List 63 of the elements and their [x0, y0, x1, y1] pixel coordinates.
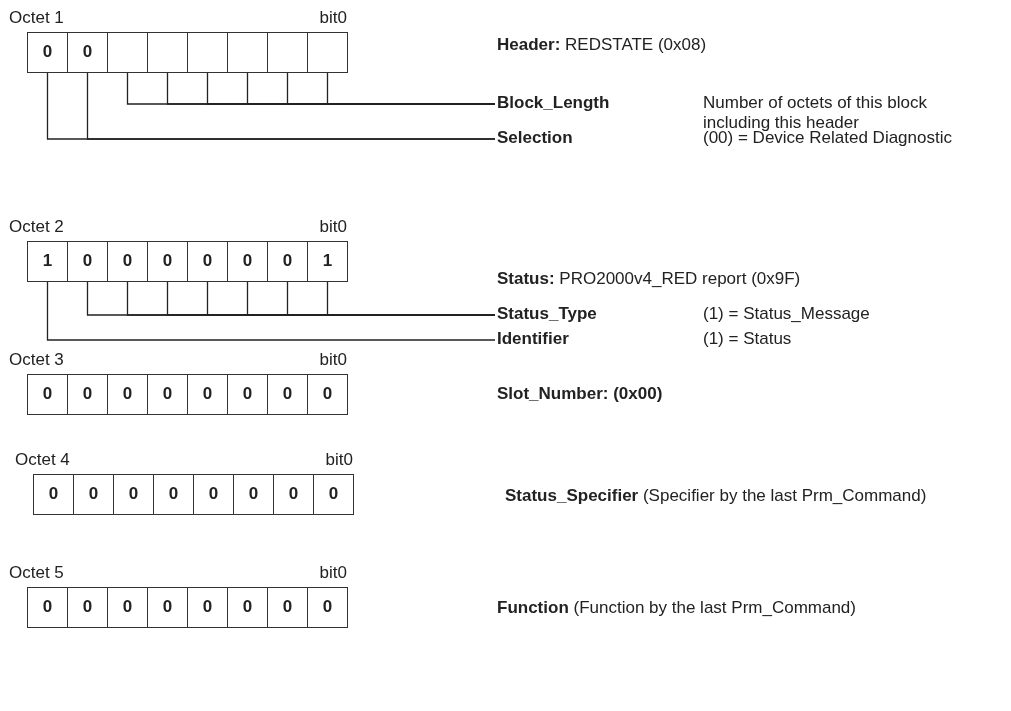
- bit-cell: 0: [107, 587, 148, 628]
- octet-label: Octet 1: [9, 8, 64, 28]
- octet-label: Octet 3: [9, 350, 64, 370]
- bit-cell: 0: [313, 474, 354, 515]
- bit-cell: 0: [67, 32, 108, 73]
- bit-cell: [307, 32, 348, 73]
- bit-cell: 0: [267, 241, 308, 282]
- bit-cell: 0: [67, 241, 108, 282]
- bit-cell: [267, 32, 308, 73]
- bit-cell: 0: [227, 374, 268, 415]
- bit-cell: 0: [67, 374, 108, 415]
- bit-cell: 0: [227, 587, 268, 628]
- bit-cell: 0: [267, 587, 308, 628]
- bit-label: bit0: [319, 563, 347, 583]
- description-text: (1) = Status: [703, 329, 792, 349]
- bit-label: bit0: [319, 217, 347, 237]
- bit-cell: 0: [113, 474, 154, 515]
- description-text: (1) = Status_Message: [703, 304, 870, 324]
- bit-cell: 0: [73, 474, 114, 515]
- description-text: Header: REDSTATE (0x08): [497, 35, 707, 55]
- octet-label: Octet 4: [15, 450, 70, 470]
- bit-cell: 0: [33, 474, 74, 515]
- leader-line: [46, 281, 496, 341]
- bit-cell: [187, 32, 228, 73]
- octet-label: Octet 5: [9, 563, 64, 583]
- bit-cell: 0: [227, 241, 268, 282]
- bit-label: bit0: [319, 8, 347, 28]
- bit-cell: [227, 32, 268, 73]
- bit-cell: 0: [187, 374, 228, 415]
- octet-label: Octet 2: [9, 217, 64, 237]
- bit-cell: 0: [307, 374, 348, 415]
- description-text: Number of octets of this block including this header: [703, 93, 927, 132]
- description-text: Function (Function by the last Prm_Command): [497, 598, 856, 618]
- bit-cell: 0: [187, 587, 228, 628]
- bit-cell: 0: [27, 32, 68, 73]
- bit-cell: 0: [107, 241, 148, 282]
- bit-cell: 1: [307, 241, 348, 282]
- bit-cell: 0: [27, 374, 68, 415]
- description-text: Status_Specifier (Specifier by the last Prm_Command): [505, 486, 927, 506]
- field-name: Block_Length: [497, 93, 610, 113]
- bit-cell: [107, 32, 148, 73]
- bit-cell: [147, 32, 188, 73]
- leader-line: [326, 72, 496, 105]
- bit-cell: 0: [187, 241, 228, 282]
- bit-cell: 0: [273, 474, 314, 515]
- bit-cell: 0: [267, 374, 308, 415]
- bit-cell: 0: [67, 587, 108, 628]
- bit-label: bit0: [319, 350, 347, 370]
- bit-cell: 0: [147, 587, 188, 628]
- bit-cell: 0: [233, 474, 274, 515]
- bit-label: bit0: [325, 450, 353, 470]
- leader-line: [326, 281, 496, 316]
- bit-cell: 0: [153, 474, 194, 515]
- bit-cell: 0: [147, 374, 188, 415]
- bit-cell: 0: [107, 374, 148, 415]
- bit-cell: 0: [307, 587, 348, 628]
- description-text: Status: PRO2000v4_RED report (0x9F): [497, 269, 801, 289]
- field-name: Status_Type: [497, 304, 597, 324]
- bit-cell: 0: [147, 241, 188, 282]
- description-text: Slot_Number: (0x00): [497, 384, 663, 404]
- bit-cell: 0: [27, 587, 68, 628]
- bit-cell: 0: [193, 474, 234, 515]
- bit-cell: 1: [27, 241, 68, 282]
